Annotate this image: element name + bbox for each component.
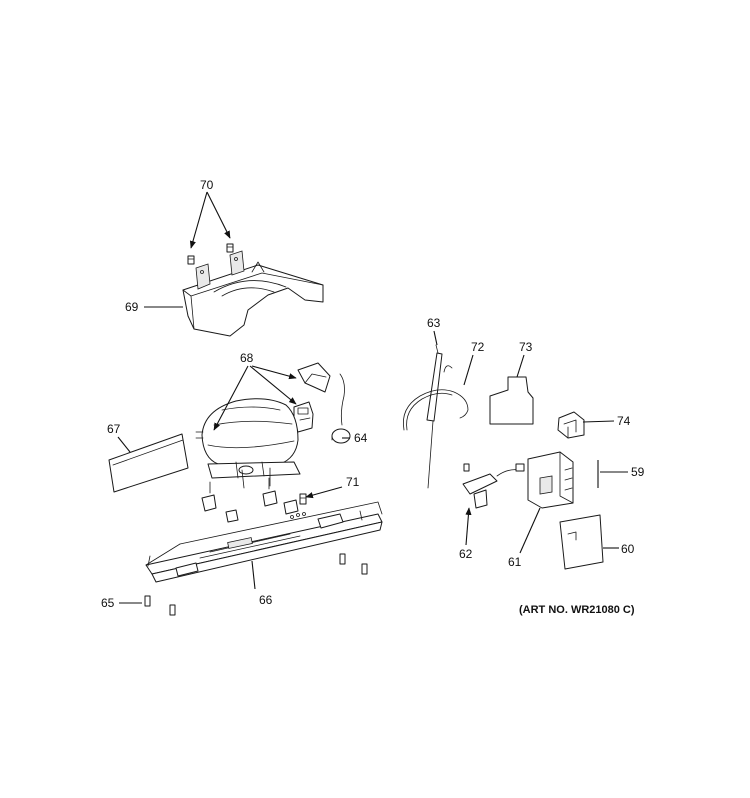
part-70-screw-right (226, 243, 234, 253)
callout-72: 72 (471, 340, 485, 354)
callout-64: 64 (354, 431, 368, 445)
callout-66: 66 (259, 593, 273, 607)
callout-70: 70 (200, 178, 214, 192)
part-63-drain-tube (426, 344, 443, 489)
part-74-relay (557, 411, 585, 439)
part-66-base-rail (145, 501, 383, 583)
part-71-screw (299, 493, 307, 505)
callout-71: 71 (346, 475, 360, 489)
callout-67: 67 (107, 422, 121, 436)
part-69-tray (182, 250, 324, 337)
callout-68: 68 (240, 351, 254, 365)
callout-leaders (117, 191, 628, 604)
part-67-pad (108, 433, 189, 493)
callout-63: 63 (427, 316, 441, 330)
callout-65: 65 (101, 596, 115, 610)
part-68-relay-cover (297, 362, 331, 393)
part-72-wire (402, 365, 469, 431)
callout-73: 73 (519, 340, 533, 354)
callout-60: 60 (621, 542, 635, 556)
callout-69: 69 (125, 300, 139, 314)
grommet-set (201, 477, 299, 523)
part-73-insulation (489, 376, 534, 425)
part-70-screw-left (187, 255, 195, 265)
part-65-screws (144, 553, 368, 616)
part-62-connector (462, 463, 525, 509)
callout-59: 59 (631, 465, 645, 479)
callout-74: 74 (617, 414, 631, 428)
part-60-cover (559, 514, 604, 570)
part-64-capacitor (331, 373, 351, 444)
art-number: (ART NO. WR21080 C) (519, 604, 635, 616)
part-61-board-housing (527, 451, 574, 509)
compressor (195, 398, 301, 489)
callout-61: 61 (508, 555, 522, 569)
callout-labels: 70 69 68 67 64 71 66 65 63 72 73 74 59 6… (101, 178, 645, 610)
callout-62: 62 (459, 547, 473, 561)
